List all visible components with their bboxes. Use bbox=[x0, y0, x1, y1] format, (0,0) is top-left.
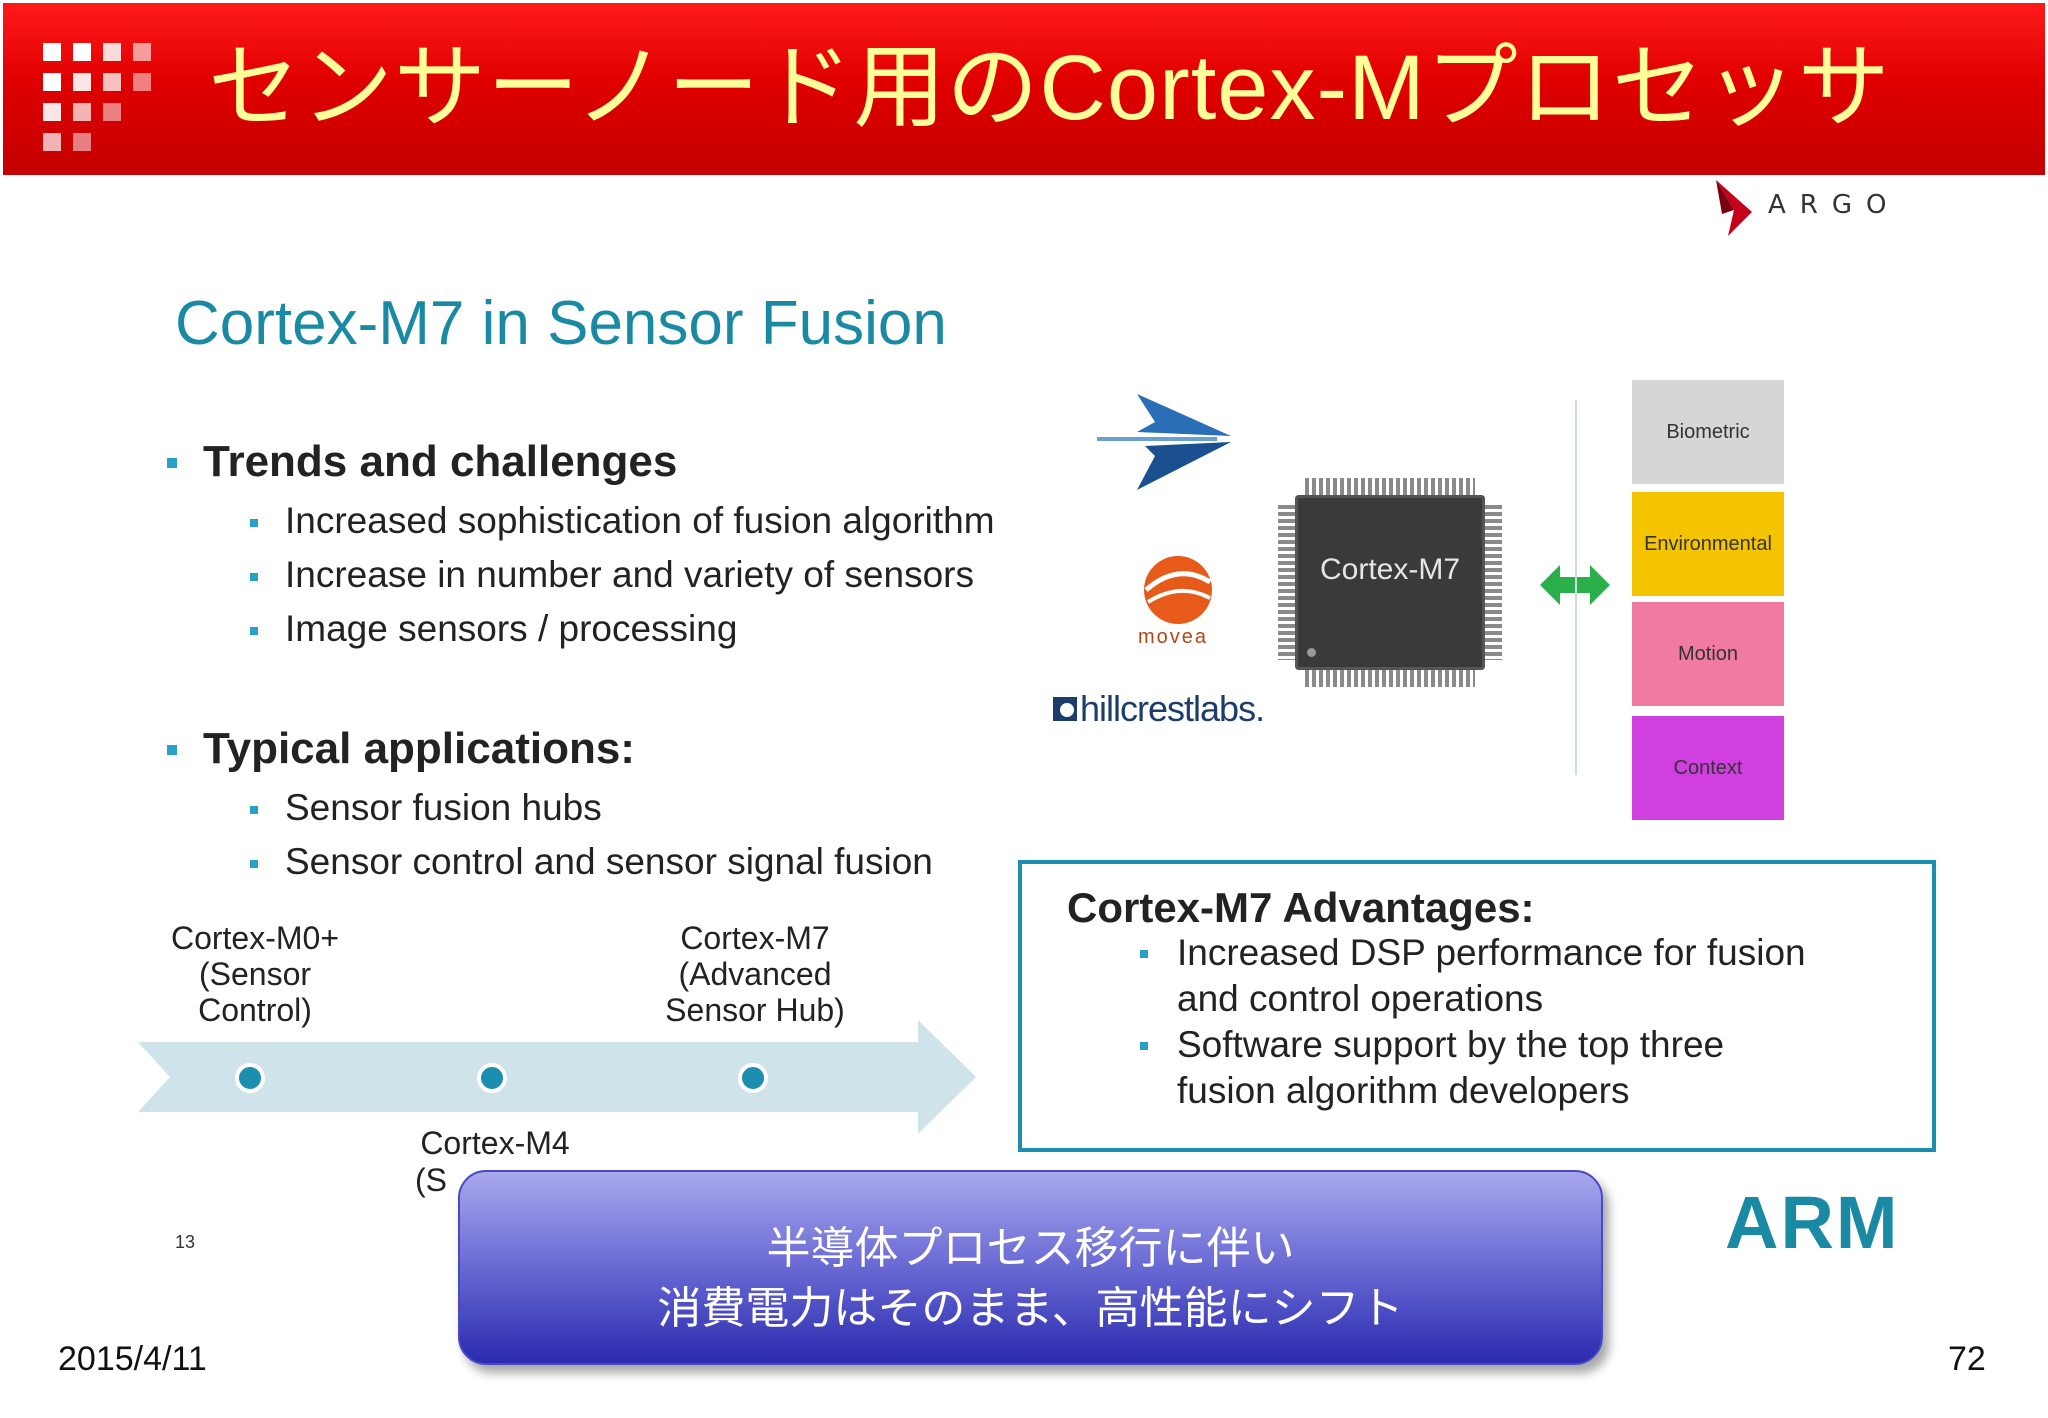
advantages-box: Cortex-M7 Advantages: Increased DSP perf… bbox=[1018, 860, 1936, 1152]
callout-box: 半導体プロセス移行に伴い 消費電力はそのまま、高性能にシフト bbox=[458, 1170, 1603, 1365]
bullet-icon bbox=[167, 745, 177, 755]
advantages-item: Increased DSP performance for fusion bbox=[1177, 932, 1806, 973]
trends-item: Increased sophistication of fusion algor… bbox=[285, 500, 995, 541]
divider-line bbox=[1575, 400, 1577, 775]
category-environmental: Environmental bbox=[1632, 492, 1784, 596]
applications-heading: Typical applications: bbox=[203, 724, 635, 773]
argo-logo: ARGO bbox=[1712, 178, 1932, 238]
argo-arrow-icon bbox=[1716, 180, 1752, 236]
chip-label: Cortex-M7 bbox=[1319, 553, 1461, 586]
footer-page-number: 72 bbox=[1948, 1340, 1986, 1378]
slide-number: 13 bbox=[175, 1232, 196, 1252]
category-biometric: Biometric bbox=[1632, 380, 1784, 484]
sensor-platforms-logo-icon bbox=[1097, 394, 1231, 490]
category-label: Environmental bbox=[1644, 532, 1772, 555]
advantages-item-cont: and control operations bbox=[1177, 978, 1544, 1019]
slide-title: Cortex-M7 in Sensor Fusion bbox=[175, 289, 947, 358]
advantages-item-cont: fusion algorithm developers bbox=[1177, 1070, 1630, 1111]
arm-logo: ARM bbox=[1725, 1181, 1900, 1264]
category-label: Motion bbox=[1677, 642, 1739, 665]
trends-item: Image sensors / processing bbox=[285, 608, 738, 649]
page-title: センサーノード用のCortex-Mプロセッサ bbox=[208, 37, 1891, 139]
advantages-item: Software support by the top three bbox=[1177, 1024, 1725, 1065]
category-label: Context bbox=[1673, 756, 1743, 779]
stage-cortex-m4-sub: (S bbox=[415, 1162, 447, 1198]
callout-line-1: 半導体プロセス移行に伴い bbox=[766, 1224, 1295, 1273]
cortex-m7-chip: Cortex-M7 bbox=[1295, 495, 1485, 670]
category-label: Biometric bbox=[1666, 420, 1750, 443]
chip-pins-left bbox=[1278, 505, 1295, 660]
argo-logo-text: ARGO bbox=[1768, 190, 1901, 220]
bullet-icon bbox=[167, 458, 177, 468]
chip-pins-bottom bbox=[1305, 670, 1475, 687]
bullet-icon bbox=[1140, 1042, 1148, 1050]
applications-item: Sensor control and sensor signal fusion bbox=[285, 841, 933, 882]
trends-heading: Trends and challenges bbox=[203, 437, 678, 486]
category-motion: Motion bbox=[1632, 602, 1784, 706]
chip-pins-top bbox=[1305, 478, 1475, 495]
callout-line-2: 消費電力はそのまま、高性能にシフト bbox=[657, 1284, 1404, 1333]
bullet-icon bbox=[1140, 950, 1148, 958]
movea-logo-icon bbox=[1144, 556, 1212, 624]
bullet-icon bbox=[250, 627, 258, 635]
roadmap-dot-m0 bbox=[235, 1063, 265, 1093]
roadmap-dot-m4 bbox=[477, 1063, 507, 1093]
roadmap-arrow bbox=[138, 1020, 976, 1134]
movea-logo-text: movea bbox=[1138, 626, 1209, 648]
header-bar: センサーノード用のCortex-Mプロセッサ bbox=[3, 3, 2045, 175]
bullet-icon bbox=[250, 860, 258, 868]
bullet-icon bbox=[250, 519, 258, 527]
hillcrest-logo-icon bbox=[1053, 697, 1077, 721]
grid-logo-icon bbox=[43, 43, 153, 153]
roadmap-dot-m7 bbox=[738, 1063, 768, 1093]
advantages-heading: Cortex-M7 Advantages: bbox=[1067, 884, 1535, 931]
stage-cortex-m4: Cortex-M4 bbox=[420, 1125, 570, 1161]
hillcrest-logo-text: hillcrestlabs. bbox=[1080, 688, 1265, 729]
bullet-icon bbox=[250, 806, 258, 814]
category-context: Context bbox=[1632, 716, 1784, 820]
applications-item: Sensor fusion hubs bbox=[285, 787, 602, 828]
stage-cortex-m0: Cortex-M0+ (Sensor Control) bbox=[170, 920, 340, 1028]
stage-cortex-m7: Cortex-M7 (Advanced Sensor Hub) bbox=[665, 920, 845, 1028]
chip-pin1-marker bbox=[1307, 648, 1316, 657]
footer-date: 2015/4/11 bbox=[58, 1340, 207, 1378]
trends-item: Increase in number and variety of sensor… bbox=[285, 554, 974, 595]
bullet-icon bbox=[250, 573, 258, 581]
chip-pins-right bbox=[1485, 505, 1502, 660]
